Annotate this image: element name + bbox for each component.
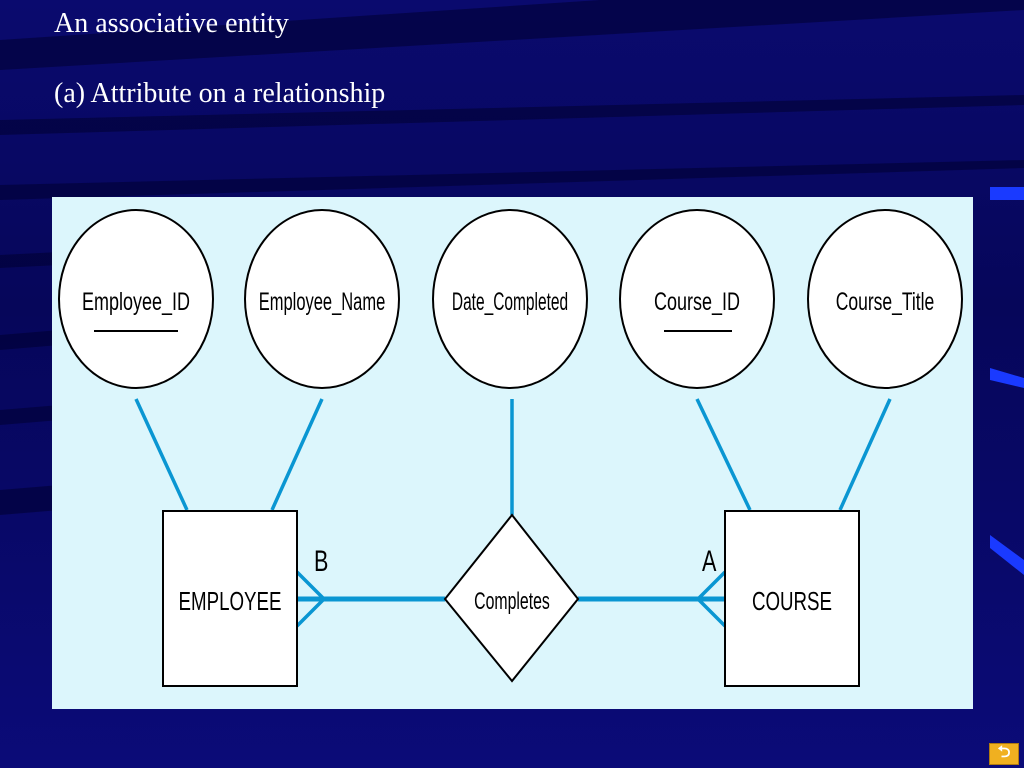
connector-employee-id: [134, 398, 189, 511]
slide-title: An associative entity: [54, 8, 289, 39]
attribute-course-id: Course_ID: [619, 209, 775, 389]
entity-course-label: COURSE: [752, 586, 832, 616]
crows-foot-course-lower: [696, 597, 727, 628]
attribute-date-completed: Date_Completed: [432, 209, 588, 389]
entity-course: COURSE: [724, 510, 860, 687]
connector-course-id: [695, 398, 752, 511]
attribute-employee-name-label: Employee_Name: [259, 289, 386, 316]
attribute-course-id-label: Course_ID: [654, 287, 740, 316]
slide-subtitle: (a) Attribute on a relationship: [54, 78, 386, 109]
entity-employee-label: EMPLOYEE: [179, 586, 282, 616]
attribute-employee-name: Employee_Name: [244, 209, 400, 389]
crows-foot-employee-upper: [295, 570, 326, 601]
cardinality-label-b: B: [314, 543, 328, 577]
connector-employee-name: [270, 398, 324, 511]
attribute-date-completed-label: Date_Completed: [452, 288, 568, 316]
attribute-course-title-label: Course_Title: [836, 287, 934, 316]
attribute-employee-id: Employee_ID: [58, 209, 214, 389]
crows-foot-employee-lower: [295, 597, 326, 628]
relationship-completes: Completes: [443, 513, 580, 683]
crows-foot-course-upper: [696, 570, 727, 601]
return-arrow-icon: ⮌: [997, 741, 1011, 761]
er-diagram: Employee_ID Employee_Name Date_Completed…: [52, 197, 973, 709]
relationship-completes-label: Completes: [474, 589, 550, 615]
connectors: [134, 398, 892, 628]
entity-employee: EMPLOYEE: [162, 510, 298, 687]
er-diagram-canvas: Employee_ID Employee_Name Date_Completed…: [58, 209, 963, 687]
attribute-employee-id-label: Employee_ID: [82, 287, 190, 316]
cardinality-label-a: A: [702, 543, 717, 577]
attribute-course-title: Course_Title: [807, 209, 963, 389]
return-button[interactable]: ⮌: [989, 741, 1019, 765]
connector-course-title: [838, 398, 892, 511]
